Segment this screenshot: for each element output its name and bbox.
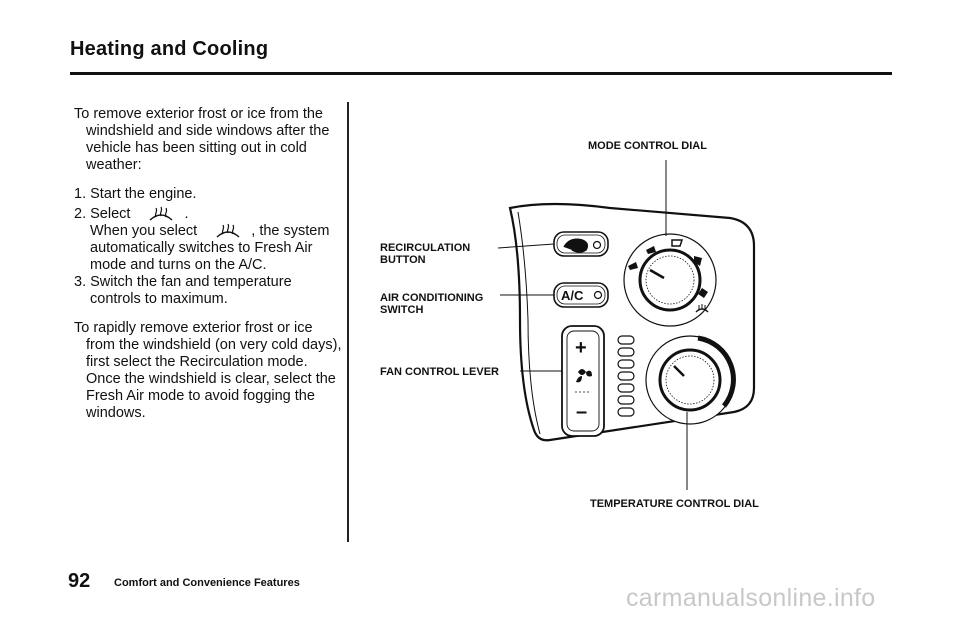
rapid-defrost-paragraph: To rapidly remove exterior frost or ice … bbox=[74, 320, 342, 421]
step-2-detail-prefix: When you select bbox=[90, 223, 198, 239]
fan-level-indicators bbox=[617, 335, 635, 417]
temperature-control-dial-label: TEMPERATURE CONTROL DIAL bbox=[590, 498, 759, 510]
step-2-detail-suffix: , the system automatically switches to F… bbox=[90, 223, 330, 273]
minus-icon: – bbox=[576, 401, 587, 423]
column-divider bbox=[347, 102, 349, 542]
mode-control-dial-label: MODE CONTROL DIAL bbox=[588, 140, 707, 152]
leader-lines bbox=[497, 160, 688, 490]
recirculation-icon bbox=[563, 238, 589, 253]
step-3: 3. Switch the fan and temperature contro… bbox=[74, 274, 292, 307]
fan-control-lever[interactable] bbox=[561, 325, 605, 437]
step-2-prefix: 2. Select bbox=[74, 206, 131, 222]
recirculation-label-line1: RECIRCULATION bbox=[380, 242, 471, 254]
ac-label-line2: SWITCH bbox=[380, 304, 424, 316]
fan-icon bbox=[576, 369, 592, 383]
page-number: 92 bbox=[68, 570, 91, 592]
watermark: carmanualsonline.info bbox=[626, 584, 876, 612]
section-name: Comfort and Convenience Features bbox=[114, 577, 300, 589]
climate-control-diagram: A/C + – bbox=[350, 90, 910, 530]
mode-control-dial[interactable] bbox=[638, 248, 702, 312]
page-title: Heating and Cooling bbox=[70, 38, 269, 60]
ac-button-label: A/C bbox=[561, 288, 584, 303]
recirculation-button-label: RECIRCULATION BUTTON bbox=[380, 242, 470, 266]
ac-label-line1: AIR CONDITIONING bbox=[380, 292, 484, 304]
ac-switch-label: AIR CONDITIONING SWITCH bbox=[380, 292, 483, 316]
intro-paragraph: To remove exterior frost or ice from the… bbox=[74, 106, 330, 173]
defrost-icon bbox=[216, 223, 240, 238]
step-2-suffix: . bbox=[184, 206, 189, 222]
plus-icon: + bbox=[575, 337, 587, 359]
step-1: 1. Start the engine. bbox=[74, 186, 197, 202]
mode-icons bbox=[628, 239, 708, 298]
defrost-icon bbox=[149, 206, 173, 221]
instructions-column: To remove exterior frost or ice from the… bbox=[74, 106, 344, 422]
step-2-detail: When you select , the system automatical… bbox=[74, 223, 344, 274]
title-rule bbox=[70, 72, 892, 75]
temperature-control-dial[interactable] bbox=[658, 348, 722, 412]
recirculation-label-line2: BUTTON bbox=[380, 254, 426, 266]
fan-control-lever-label: FAN CONTROL LEVER bbox=[380, 366, 499, 378]
control-panel-drawing: A/C + – bbox=[497, 160, 756, 490]
step-2: 2. Select . bbox=[74, 206, 344, 223]
